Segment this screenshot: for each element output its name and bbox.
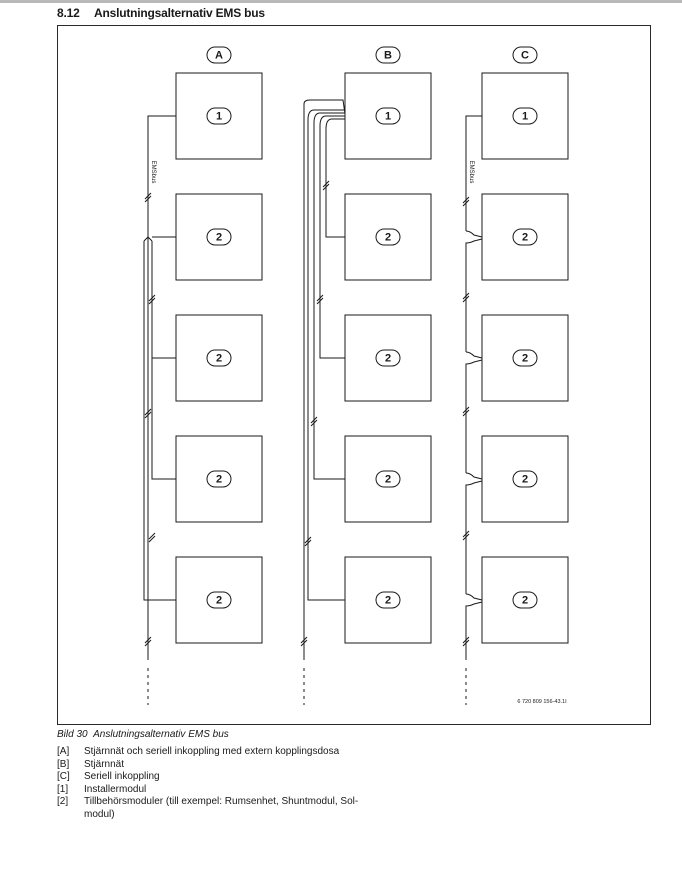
column-header-c-number: C (521, 50, 529, 62)
legend-item: [1] Installermodul (57, 784, 374, 797)
legend-key: [2] (57, 796, 69, 807)
top-rule (0, 0, 682, 3)
accessory-module-box-label (375, 470, 401, 488)
section-number: 8.12 (57, 6, 80, 20)
cable-hatch (462, 292, 470, 303)
installer-module-box-label (512, 107, 538, 125)
accessory-module-box-label (206, 349, 232, 367)
legend-item: [B] Stjärnnät (57, 759, 374, 772)
installer-module-box-label-number: 1 (216, 111, 222, 123)
accessory-module-box-label (512, 591, 538, 609)
legend-item: [2] Tillbehörsmoduler (till exempel: Rum… (57, 796, 374, 821)
section-heading: 8.12 Anslutningsalternativ EMS bus (57, 6, 265, 20)
bus-line-c (465, 115, 482, 231)
accessory-module-box-label-number: 2 (216, 232, 222, 244)
cable-hatch (300, 636, 308, 647)
accessory-module-box-label (375, 591, 401, 609)
reference-code: 6 720 809 156-43.1I (517, 699, 567, 705)
cable-hatch (144, 636, 152, 647)
column-header-c (512, 46, 538, 64)
cable-hatch (462, 636, 470, 647)
legend-text: Tillbehörsmoduler (till exempel: Rumsenh… (84, 796, 359, 820)
bus-branch-a-outer (143, 241, 176, 601)
cable-hatch (310, 416, 318, 427)
figure-legend: [A] Stjärnnät och seriell inkoppling med… (57, 746, 374, 821)
legend-key: [A] (57, 746, 70, 757)
bus-trunk-b-top (303, 99, 346, 115)
section-title: Anslutningsalternativ EMS bus (94, 6, 265, 20)
cable-hatch (462, 196, 470, 207)
legend-key: [1] (57, 783, 69, 795)
installer-module-box-label (375, 107, 401, 125)
ems-bus-label-a: EMSbus (150, 161, 156, 184)
column-header-a (206, 46, 232, 64)
accessory-module-box-label-number: 2 (385, 474, 391, 486)
legend-item: [C] Seriell inkoppling (57, 771, 374, 784)
figure-caption: Bild 30 Anslutningsalternativ EMS bus (57, 729, 229, 740)
legend-text: Stjärnnät och seriell inkoppling med ext… (84, 746, 340, 757)
figure-caption-text: Anslutningsalternativ EMS bus (93, 729, 229, 740)
figure-caption-prefix: Bild 30 (57, 729, 88, 740)
bus-series-loop-c (465, 351, 483, 473)
legend-text: Stjärnnät (84, 758, 125, 770)
ems-bus-label-c: EMSbus (468, 161, 474, 184)
bus-series-loop-c (465, 472, 483, 594)
legend-text: Seriell inkoppling (84, 771, 160, 782)
legend-key: [C] (57, 771, 70, 782)
bus-star-line-b (319, 115, 345, 359)
cable-hatch (148, 532, 156, 543)
cable-hatch (316, 294, 324, 305)
accessory-module-box-label (512, 470, 538, 488)
cable-hatch (462, 530, 470, 541)
installer-module-box-label-number: 1 (385, 111, 391, 123)
accessory-module-box-label-number: 2 (385, 595, 391, 607)
accessory-module-box-label (206, 228, 232, 246)
accessory-module-box-label (206, 470, 232, 488)
column-header-a-number: A (215, 50, 223, 62)
accessory-module-box-label-number: 2 (522, 232, 528, 244)
accessory-module-box-label (206, 591, 232, 609)
accessory-module-box-label-number: 2 (522, 474, 528, 486)
bus-series-loop-c (465, 230, 483, 352)
column-header-b-number: B (384, 50, 392, 62)
cable-hatch (304, 536, 312, 547)
legend-item: [A] Stjärnnät och seriell inkoppling med… (57, 746, 374, 759)
accessory-module-box-label (512, 228, 538, 246)
installer-module-box-label-number: 1 (522, 111, 528, 123)
cable-hatch (144, 192, 152, 203)
cable-hatch (144, 408, 152, 419)
cable-hatch (462, 406, 470, 417)
diagram-frame (57, 25, 651, 725)
legend-key: [B] (57, 758, 70, 770)
cable-hatch (322, 180, 330, 191)
accessory-module-box-label-number: 2 (216, 595, 222, 607)
bus-star-line-b (307, 109, 345, 601)
accessory-module-box-label (375, 228, 401, 246)
accessory-module-box-label-number: 2 (522, 595, 528, 607)
bus-branch-a-inner (151, 241, 176, 359)
column-header-b (375, 46, 401, 64)
legend-text: Installermodul (84, 783, 147, 795)
bus-branch-a-3 (151, 358, 176, 480)
bus-series-loop-c (465, 593, 483, 660)
accessory-module-box-label-number: 2 (216, 474, 222, 486)
installer-module-box-label (206, 107, 232, 125)
accessory-module-box-label-number: 2 (216, 353, 222, 365)
accessory-module-box-label (375, 349, 401, 367)
accessory-module-box-label-number: 2 (385, 232, 391, 244)
accessory-module-box-label-number: 2 (522, 353, 528, 365)
bus-star-line-b (325, 118, 345, 238)
accessory-module-box-label (512, 349, 538, 367)
cable-hatch (148, 294, 156, 305)
accessory-module-box-label-number: 2 (385, 353, 391, 365)
bus-star-line-b (313, 112, 345, 480)
